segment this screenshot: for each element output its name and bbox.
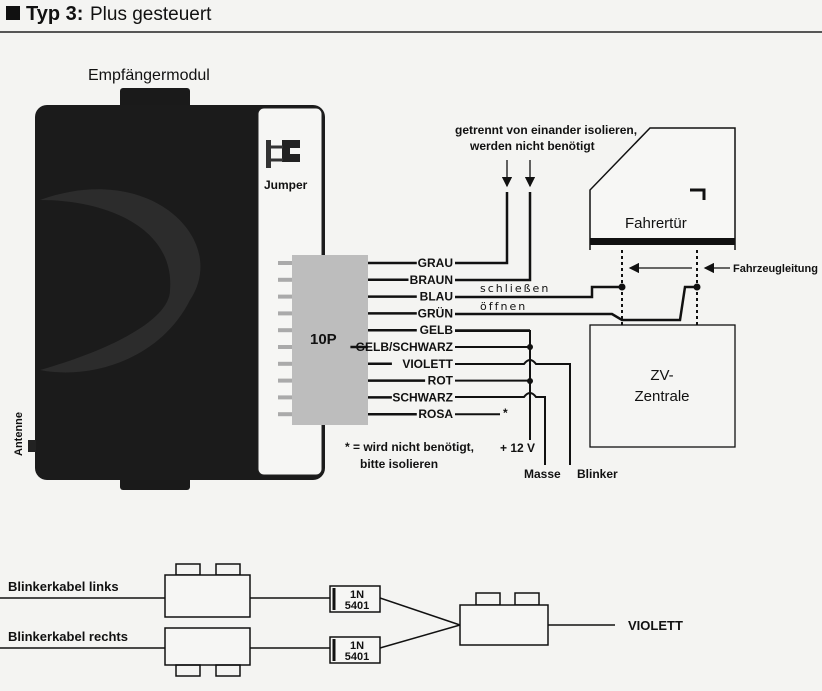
plus-12v-label: + 12 V bbox=[500, 441, 535, 455]
vehicle-wire-label: Fahrzeugleitung bbox=[733, 263, 818, 275]
module-label: Empfängermodul bbox=[88, 67, 210, 84]
rosa-mark: * bbox=[503, 406, 508, 420]
diode-2-line1: 1N bbox=[350, 640, 364, 652]
connector-pin bbox=[278, 261, 292, 265]
driver-door bbox=[589, 127, 736, 250]
wire-label: ROSA bbox=[418, 407, 453, 421]
wire-label: GELB/SCHWARZ bbox=[356, 340, 453, 354]
antenna-label: Antenne bbox=[13, 412, 25, 456]
isolate-note-line2: werden nicht benötigt bbox=[469, 139, 595, 153]
central-label-line1: ZV- bbox=[650, 367, 673, 384]
header-title: Plus gesteuert bbox=[90, 4, 212, 25]
connector-pin bbox=[278, 328, 292, 333]
connector-pin bbox=[278, 345, 292, 349]
relay-right bbox=[164, 627, 251, 677]
connector-10p bbox=[278, 255, 368, 425]
relay-output bbox=[459, 592, 549, 646]
connector-pin bbox=[278, 378, 292, 383]
connector-label: 10P bbox=[310, 331, 337, 348]
connector-pin bbox=[278, 294, 292, 299]
diode-1-line1: 1N bbox=[350, 589, 364, 601]
wire-label: GRÜN bbox=[418, 305, 453, 320]
wire-label: SCHWARZ bbox=[392, 390, 453, 404]
central-label-line2: Zentrale bbox=[634, 388, 689, 405]
wire-label: BLAU bbox=[420, 290, 453, 304]
wire-label: BRAUN bbox=[410, 273, 453, 287]
footnote-line1: * = wird nicht benötigt, bbox=[345, 440, 474, 454]
diode-1 bbox=[329, 585, 381, 613]
diode-1-line2: 5401 bbox=[345, 600, 369, 612]
connector-pin bbox=[278, 412, 292, 417]
open-label: öffnen bbox=[480, 300, 527, 313]
blinker-left-label: Blinkerkabel links bbox=[8, 579, 119, 594]
wire-label: ROT bbox=[428, 374, 454, 388]
connector-pin bbox=[278, 311, 292, 316]
masse-label: Masse bbox=[524, 467, 561, 481]
diode-2-line2: 5401 bbox=[345, 651, 369, 663]
receiver-module bbox=[28, 88, 325, 490]
wire-label: GRAU bbox=[418, 256, 453, 270]
footnote-line2: bitte isolieren bbox=[360, 457, 438, 471]
header-square-icon bbox=[6, 6, 20, 20]
door-label: Fahrertür bbox=[625, 215, 687, 232]
blinker-right-label: Blinkerkabel rechts bbox=[8, 629, 128, 644]
connector-pin bbox=[278, 277, 292, 282]
output-label: VIOLETT bbox=[628, 618, 683, 633]
wire-label: GELB bbox=[420, 323, 454, 337]
header-title-bold: Typ 3: bbox=[26, 3, 83, 25]
wire-label: VIOLETT bbox=[402, 357, 453, 371]
close-label: schließen bbox=[480, 282, 550, 295]
jumper-label: Jumper bbox=[264, 178, 308, 192]
connector-pin bbox=[278, 395, 292, 400]
diode-2 bbox=[329, 636, 381, 664]
central-locking-unit bbox=[589, 324, 736, 448]
jumper-icon bbox=[266, 140, 300, 168]
relay-left bbox=[164, 563, 251, 618]
connector-pin bbox=[278, 361, 292, 366]
blinker-label: Blinker bbox=[577, 467, 618, 481]
isolate-note-line1: getrennt von einander isolieren, bbox=[455, 123, 637, 137]
